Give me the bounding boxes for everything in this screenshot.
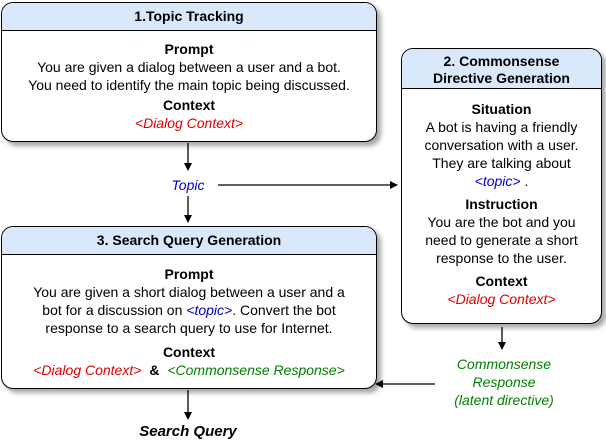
dialog-context-placeholder: <Dialog Context>: [134, 115, 244, 131]
topic-placeholder: <topic>: [186, 302, 233, 318]
topic-label: Topic: [171, 177, 205, 193]
context-heading: Context: [162, 97, 216, 113]
situation-topic-line: <topic> .: [402, 172, 601, 190]
prompt-topic-line: bot for a discussion on <topic>. Convert…: [2, 301, 376, 319]
response-line: (latent directive): [454, 392, 554, 408]
topic-placeholder: <topic>: [474, 173, 521, 189]
commonsense-directive-title: 2. Commonsense Directive Generation: [402, 49, 601, 89]
prompt-line: You are given a short dialog between a u…: [33, 284, 345, 300]
commonsense-directive-body: Situation A bot is having a friendly con…: [402, 89, 601, 308]
commonsense-response-label: Commonsense Response (latent directive): [430, 355, 578, 409]
prompt-text: . Convert the bot: [232, 302, 336, 318]
instruction-line: need to generate a short: [425, 232, 578, 248]
commonsense-directive-box: 2. Commonsense Directive Generation Situ…: [401, 48, 602, 324]
context-heading: Context: [162, 344, 216, 360]
title-line: Directive Generation: [433, 70, 570, 86]
situation-heading: Situation: [471, 101, 532, 117]
situation-line: A bot is having a friendly: [425, 119, 578, 135]
situation-line: conversation with a user.: [424, 137, 579, 153]
sentence-end: .: [524, 173, 529, 189]
dialog-context-placeholder: <Dialog Context>: [33, 362, 142, 378]
prompt-line: response to a search query to use for In…: [45, 320, 333, 336]
response-line: Response: [472, 374, 536, 390]
dialog-context-placeholder: <Dialog Context>: [447, 291, 556, 307]
ampersand: &: [149, 362, 160, 378]
instruction-heading: Instruction: [465, 196, 538, 212]
instruction-line: You are the bot and you: [427, 214, 576, 230]
response-line: Commonsense: [456, 356, 552, 372]
prompt-text: bot for a discussion on: [42, 302, 187, 318]
instruction-line: response to the user.: [436, 250, 567, 266]
situation-line: They are talking about: [432, 155, 571, 171]
prompt-line: You are given a dialog between a user an…: [37, 59, 341, 75]
title-line: 2. Commonsense: [443, 53, 560, 69]
prompt-heading: Prompt: [164, 41, 214, 57]
topic-tracking-title: 1.Topic Tracking: [2, 3, 376, 31]
search-query-generation-body: Prompt You are given a short dialog betw…: [2, 255, 376, 379]
topic-tracking-body: Prompt You are given a dialog between a …: [2, 31, 376, 132]
topic-tracking-box: 1.Topic Tracking Prompt You are given a …: [1, 2, 377, 142]
prompt-heading: Prompt: [164, 266, 214, 282]
context-heading: Context: [475, 273, 528, 289]
search-query-output-label: Search Query: [139, 423, 237, 440]
prompt-line: You need to identify the main topic bein…: [28, 77, 350, 93]
search-query-generation-box: 3. Search Query Generation Prompt You ar…: [1, 226, 377, 389]
commonsense-response-placeholder: <Commonsense Response>: [167, 362, 345, 378]
context-line: <Dialog Context> & <Commonsense Response…: [2, 361, 376, 379]
search-query-generation-title: 3. Search Query Generation: [2, 227, 376, 255]
